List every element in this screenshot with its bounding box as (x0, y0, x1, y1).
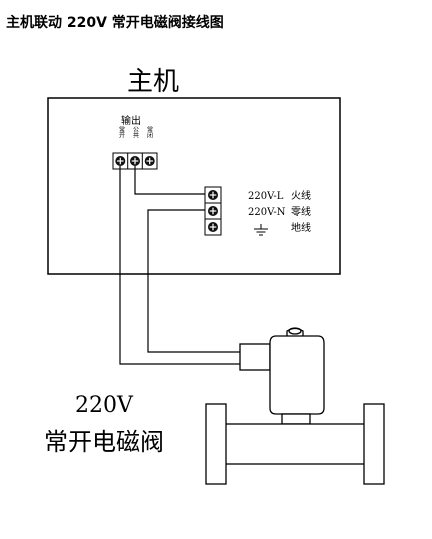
page-title: 主机联动 220V 常开电磁阀接线图 (6, 15, 224, 31)
terminal-label-no: 常开 (118, 125, 125, 139)
host-label: 主机 (127, 67, 179, 97)
wires (119, 166, 240, 365)
wire-no-to-valve (119, 166, 240, 365)
screw-icon (208, 206, 218, 216)
terminal-label-nc: 常闭 (146, 125, 153, 139)
wire-common-to-live (134, 166, 205, 195)
mains-name-earth: 地线 (291, 221, 311, 234)
mains-name-n: 零线 (291, 205, 311, 218)
screw-icon (208, 190, 218, 200)
screw-icon (144, 156, 155, 166)
mains-name-l: 火线 (291, 189, 311, 202)
solenoid-valve-icon (205, 327, 385, 485)
valve-voltage: 220V (75, 393, 134, 418)
screw-icon (115, 156, 126, 166)
screw-icon (208, 222, 218, 232)
terminal-labels: 常开 公共 常闭 (118, 125, 153, 139)
output-label: 输出 (121, 114, 141, 127)
wire-neutral-to-valve (147, 209, 240, 353)
mains-code-n: 220V-N (248, 207, 286, 218)
valve-name: 常开电磁阀 (44, 428, 164, 456)
mains-terminal-block (204, 186, 222, 236)
screw-icon (130, 156, 140, 166)
ground-icon (254, 224, 268, 236)
host-box (47, 97, 341, 275)
terminal-label-com: 公共 (132, 126, 139, 139)
mains-code-l: 220V-L (248, 191, 284, 202)
